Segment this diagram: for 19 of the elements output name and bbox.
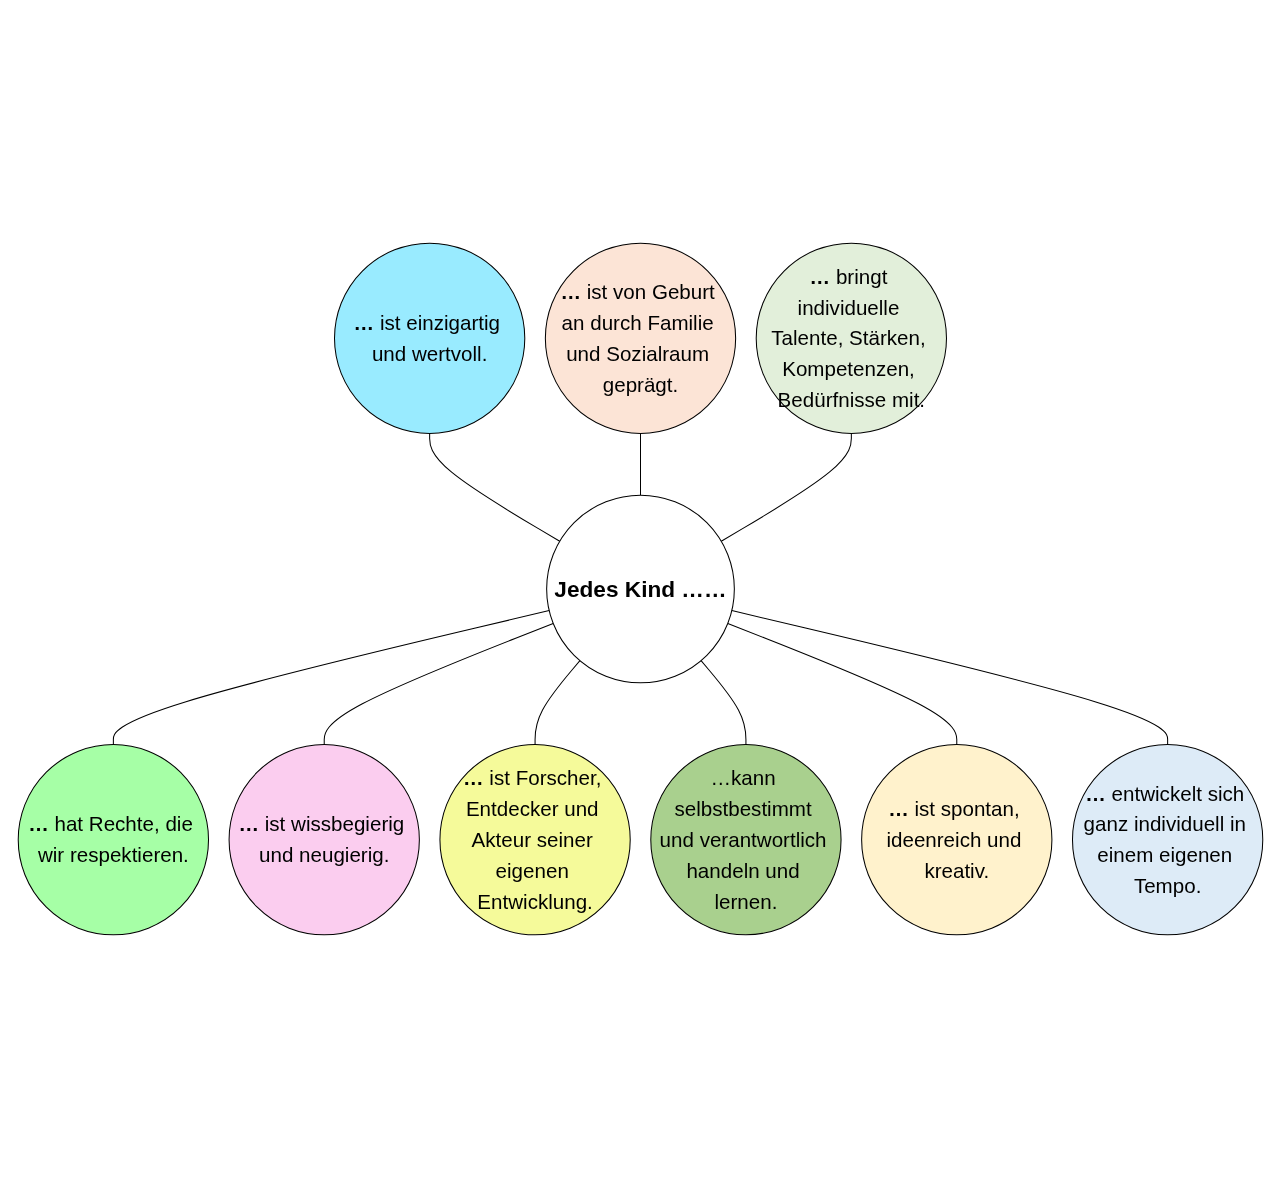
node-circle: … ist wissbegierig und neugierig.	[228, 744, 420, 936]
connector	[731, 610, 1169, 746]
node-circle: … ist von Geburt an durch Familie und Sozialraum geprägt.	[544, 242, 737, 434]
node-circle: …kann selbstbestimmt und verantwortlich handeln und lernen.	[650, 744, 842, 936]
connector	[429, 432, 561, 542]
connector	[720, 432, 852, 542]
node-circle: Jedes Kind ……	[546, 494, 735, 684]
connector	[534, 660, 581, 746]
connector	[727, 622, 958, 746]
node-circle: … ist spontan, ideenreich und kreativ.	[861, 744, 1053, 936]
connector	[323, 622, 554, 746]
node-circle: … bringt individuelle Talente, Stärken, Kompetenzen, Bedürfnisse mit.	[755, 242, 947, 434]
node-circle: … ist Forscher, Entdecker und Akteur seiner eigenen Entwicklung.	[439, 744, 631, 936]
connector	[640, 432, 641, 496]
connector	[700, 660, 747, 746]
node-circle: … entwickelt sich ganz individuell in einem eigenen Tempo.	[1071, 744, 1264, 936]
node-circle: … ist einzigartig und wertvoll.	[334, 242, 526, 434]
connector	[112, 610, 550, 746]
node-circle: … hat Rechte, die wir respektieren.	[17, 744, 210, 936]
